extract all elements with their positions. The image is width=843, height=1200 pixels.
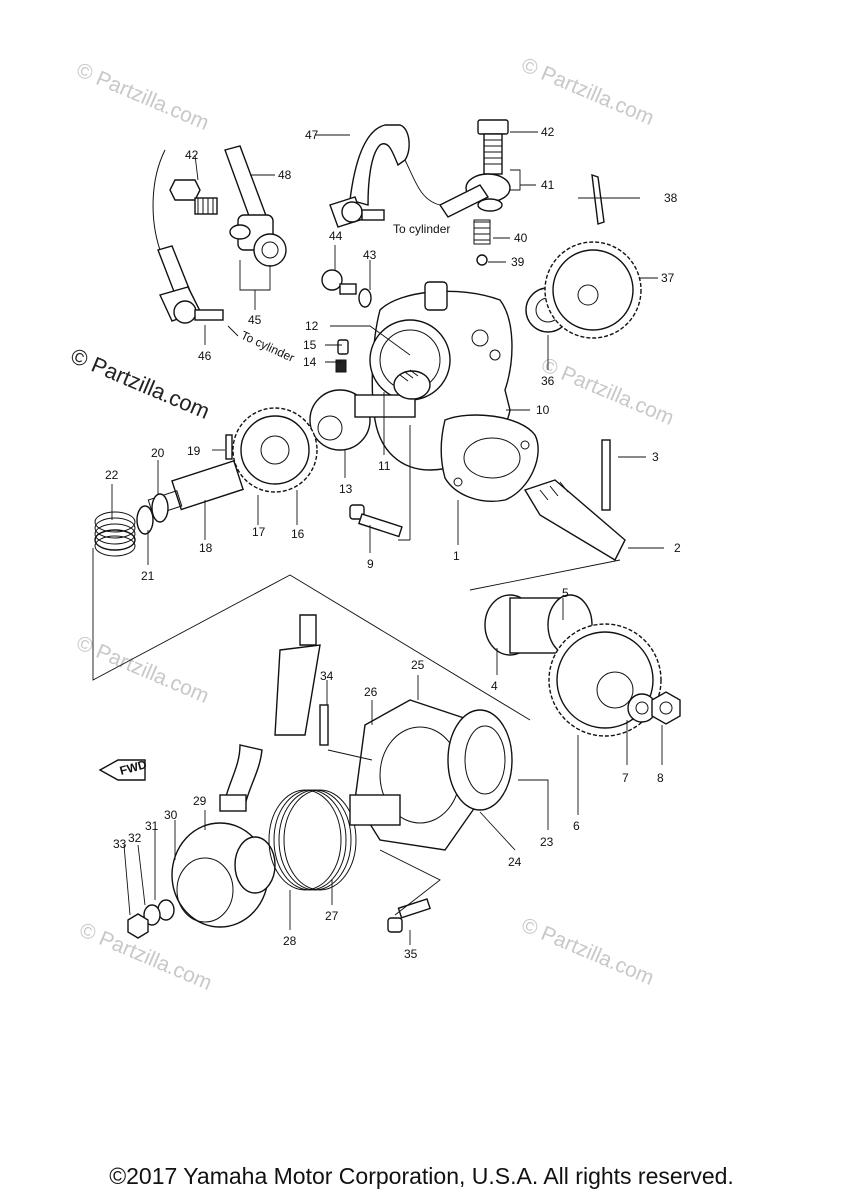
fwd-arrow-icon <box>98 759 146 781</box>
watermark: © Partzilla.com <box>538 353 677 429</box>
callout-48: 48 <box>278 168 292 182</box>
callout-22: 22 <box>105 468 119 482</box>
watermark: © Partzilla.com <box>73 58 212 134</box>
spring-22 <box>94 511 136 557</box>
callout-5: 5 <box>562 586 569 600</box>
callout-37: 37 <box>661 271 675 285</box>
callout-42-left: 42 <box>185 148 199 162</box>
callout-46: 46 <box>198 349 212 363</box>
callout-24: 24 <box>508 855 522 869</box>
spring-27 <box>268 789 357 891</box>
water-pump-lower-assembly <box>92 548 681 939</box>
callout-44: 44 <box>329 229 343 243</box>
callout-20: 20 <box>151 446 165 460</box>
callout-30: 30 <box>164 808 178 822</box>
callout-13: 13 <box>339 482 353 496</box>
callout-42: 42 <box>541 125 555 139</box>
callout-34: 34 <box>320 669 334 683</box>
callout-1: 1 <box>453 549 460 563</box>
callout-29: 29 <box>193 794 207 808</box>
callout-6: 6 <box>573 819 580 833</box>
to-cylinder-label: To cylinder <box>393 222 450 236</box>
callout-11: 11 <box>378 459 391 473</box>
callout-31: 31 <box>145 819 159 833</box>
callout-32: 32 <box>128 831 142 845</box>
callout-33: 33 <box>113 837 127 851</box>
callout-21: 21 <box>141 569 155 583</box>
callout-26: 26 <box>364 685 378 699</box>
watermark: © Partzilla.com <box>518 53 657 129</box>
callout-16: 16 <box>291 527 305 541</box>
callout-38: 38 <box>664 191 678 205</box>
callout-27: 27 <box>325 909 339 923</box>
callout-12: 12 <box>305 319 319 333</box>
callout-47: 47 <box>305 128 319 142</box>
callout-23: 23 <box>540 835 554 849</box>
copyright-notice: ©2017 Yamaha Motor Corporation, U.S.A. A… <box>109 1163 734 1189</box>
callout-3: 3 <box>652 450 659 464</box>
callout-35: 35 <box>404 947 418 961</box>
callout-8: 8 <box>657 771 664 785</box>
callout-40: 40 <box>514 231 528 245</box>
callout-41: 41 <box>541 178 555 192</box>
callout-17: 17 <box>252 525 266 539</box>
callout-45: 45 <box>248 313 262 327</box>
callout-18: 18 <box>199 541 213 555</box>
callout-10: 10 <box>536 403 550 417</box>
callout-19: 19 <box>187 444 201 458</box>
watermark: © Partzilla.com <box>73 631 212 707</box>
callout-28: 28 <box>283 934 297 948</box>
callout-2: 2 <box>674 541 681 555</box>
callout-9: 9 <box>367 557 374 571</box>
callout-15: 15 <box>303 338 317 352</box>
callout-7: 7 <box>622 771 629 785</box>
to-cylinder-label-left: To cylinder <box>239 328 297 365</box>
callout-39: 39 <box>511 255 525 269</box>
leader-lines <box>111 131 664 945</box>
oil-pump-upper-assembly <box>94 119 642 561</box>
callout-36: 36 <box>541 374 555 388</box>
fwd-label: FWD <box>118 757 148 778</box>
watermark: © Partzilla.com <box>518 913 657 989</box>
callout-25: 25 <box>411 658 425 672</box>
callout-4: 4 <box>491 679 498 693</box>
callout-14: 14 <box>303 355 317 369</box>
callout-43: 43 <box>363 248 377 262</box>
